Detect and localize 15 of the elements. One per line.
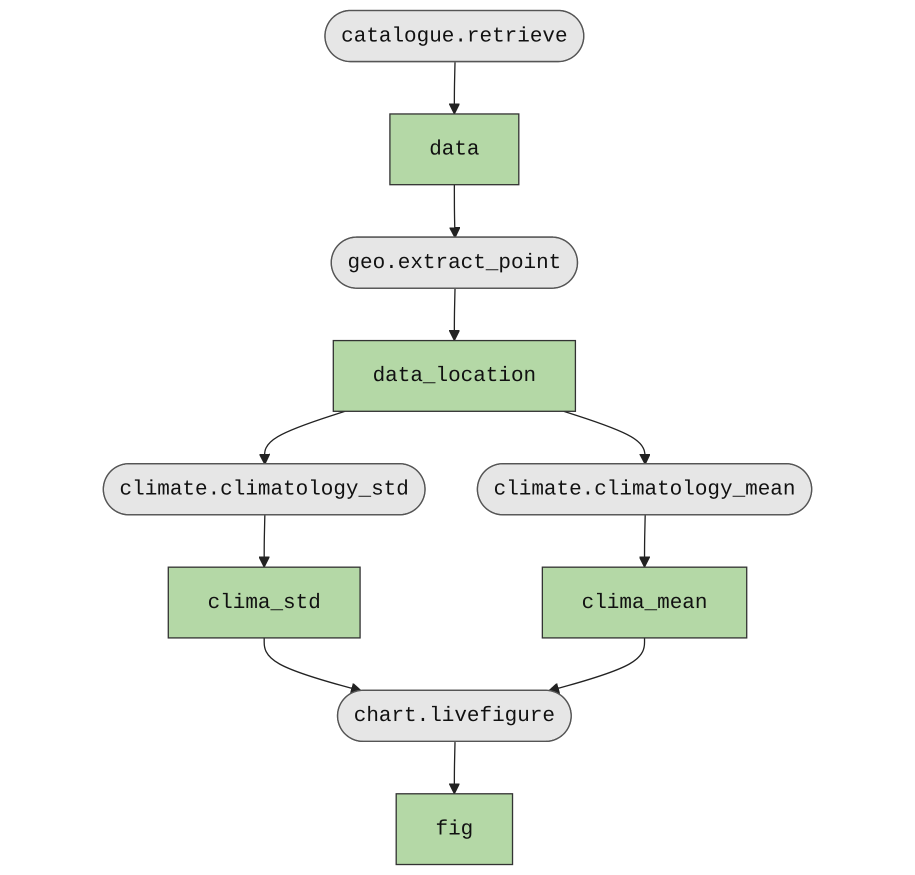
node-box: clima_std xyxy=(168,566,361,639)
arrow xyxy=(548,638,646,694)
node-box: fig xyxy=(396,793,514,866)
arrow xyxy=(448,288,460,342)
arrow xyxy=(563,410,651,465)
arrow xyxy=(448,742,460,794)
node-box: data_location xyxy=(332,340,576,412)
arrow xyxy=(258,410,346,465)
arrow xyxy=(448,62,460,114)
arrow xyxy=(449,184,461,238)
node-box: data xyxy=(389,113,520,186)
arrow xyxy=(638,515,650,568)
arrow xyxy=(258,515,270,568)
node-box: clima_mean xyxy=(542,566,748,639)
arrow xyxy=(264,638,362,694)
